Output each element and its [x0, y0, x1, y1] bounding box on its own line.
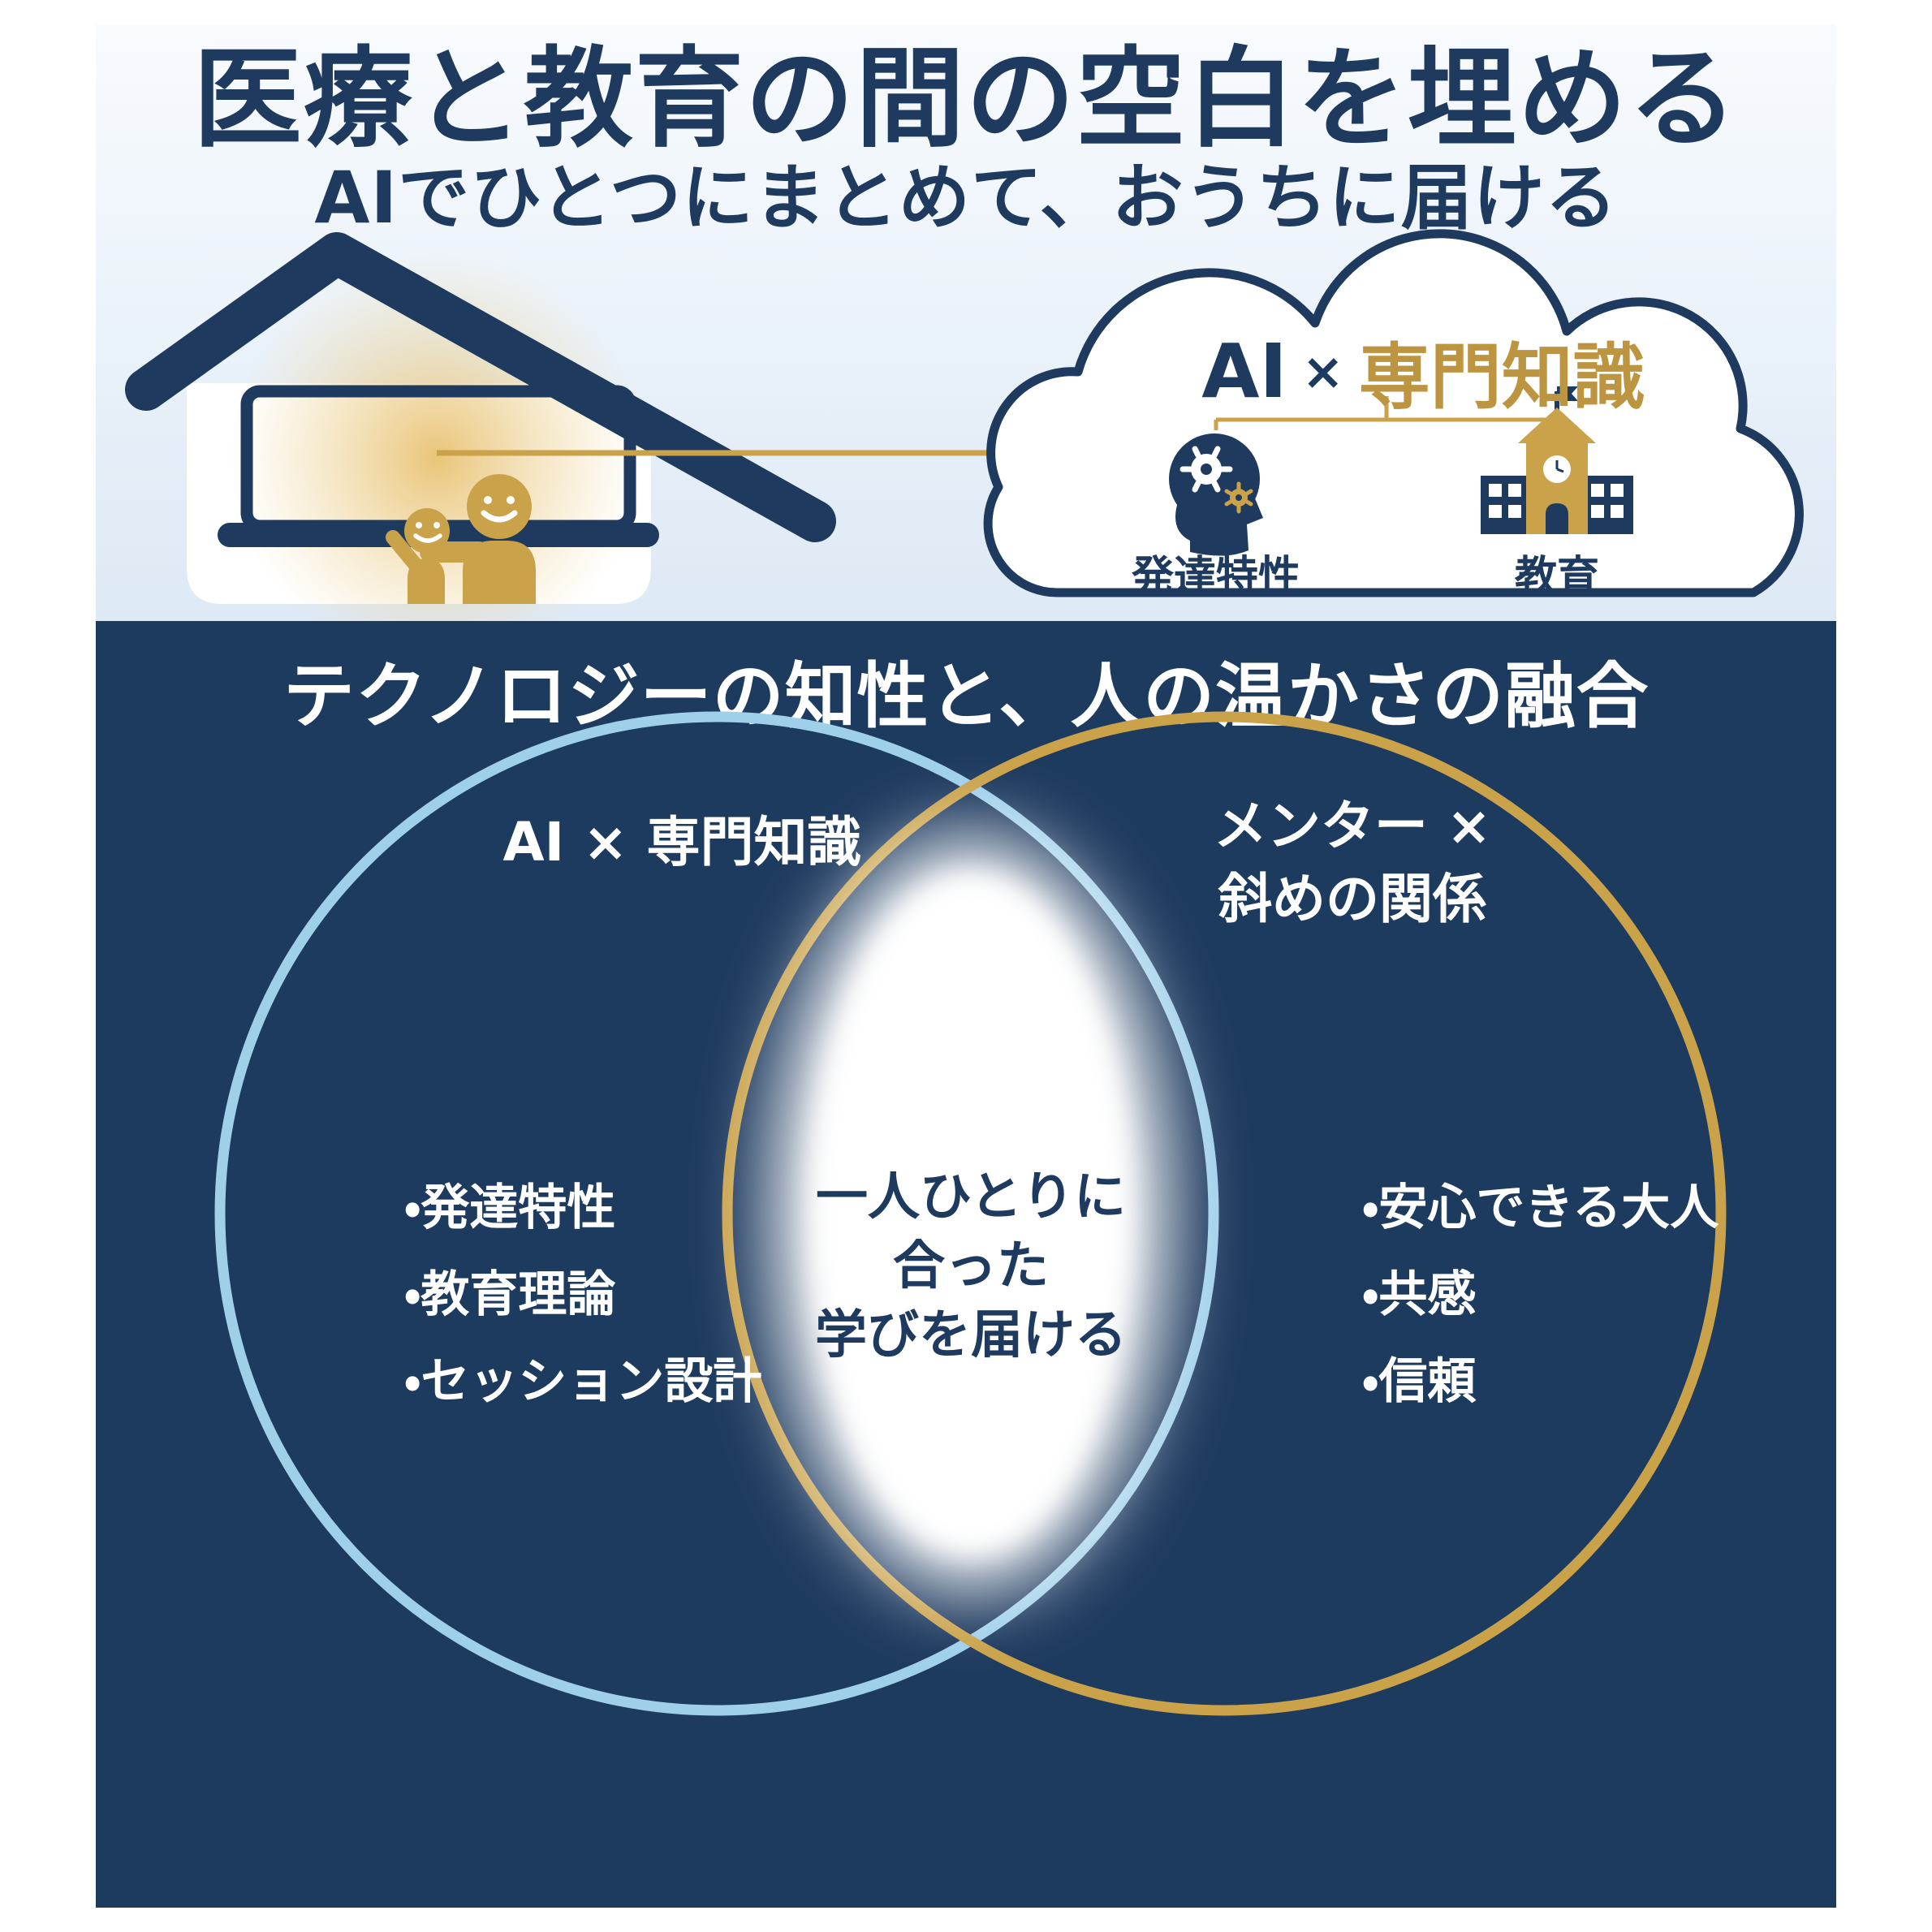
top-section: 医療と教育の間の空白を埋める AIでひとつにまとめて、おうちに届ける	[96, 24, 1836, 621]
child-body	[408, 558, 445, 604]
list-item: ・安心できる大人	[1362, 1179, 1719, 1236]
cloud-expertise-label: 専門知識	[1358, 335, 1645, 419]
child-eye	[416, 522, 422, 528]
center-line: 一人ひとりに	[815, 1167, 1127, 1227]
parent-eye	[507, 496, 515, 504]
right-circle-list: ・安心できる大人 ・共感 ・信頼	[1362, 1183, 1719, 1443]
main-title: 医療と教育の間の空白を埋める	[192, 36, 1739, 162]
child-arm	[386, 530, 423, 572]
subtitle: AIでひとつにまとめて、おうちに届ける	[314, 156, 1618, 239]
center-line: 合った	[893, 1236, 1049, 1297]
venn-center-text: 一人ひとりに 合った 学びを届ける	[815, 1163, 1127, 1370]
cloud-heading: AI × 専門知識	[1201, 320, 1644, 423]
list-item: ・共感	[1362, 1266, 1477, 1323]
parent-eye	[484, 496, 492, 504]
list-item: ・セッション設計	[404, 1353, 762, 1410]
brain-gears-icon	[1169, 433, 1263, 556]
overlap-core	[809, 873, 1133, 1555]
right-heading-line2: 斜めの関係	[1218, 867, 1486, 930]
parent-head	[467, 474, 532, 539]
venn-diagram	[214, 711, 1727, 1716]
multiply-icon: ×	[1301, 342, 1344, 401]
mentor-circle	[722, 711, 1727, 1716]
left-circle-list: ・発達特性 ・教育理論 ・セッション設計	[404, 1183, 761, 1443]
left-circle-heading: AI × 専門知識	[502, 811, 861, 873]
cloud-ai-label: AI	[1201, 328, 1287, 415]
child-eye	[433, 522, 440, 528]
development-label: 発達特性	[1131, 553, 1301, 602]
house-roof	[125, 232, 836, 542]
list-item: ・発達特性	[404, 1179, 616, 1236]
house-cloud-graphic	[125, 229, 1804, 621]
school-icon	[1481, 386, 1633, 534]
list-item: ・教育理論	[404, 1266, 616, 1323]
ai-circle	[214, 711, 1219, 1716]
education-label: 教育	[1514, 553, 1600, 602]
child-head	[404, 508, 450, 554]
right-circle-heading: メンター × 斜めの関係	[1214, 790, 1491, 936]
list-item: ・信頼	[1362, 1353, 1477, 1410]
bottom-section: テクノロジーの知性と、人の温かさの融合 AI × 専門知識 メンター × 斜めの…	[96, 621, 1836, 1908]
center-line: 学びを届ける	[815, 1305, 1127, 1366]
child-smile	[413, 533, 442, 543]
parent-child-icon	[386, 474, 536, 604]
right-heading-line1: メンター ×	[1213, 795, 1492, 857]
bracket-connector	[1214, 396, 1559, 430]
bottom-title: テクノロジーの知性と、人の温かさの融合	[282, 654, 1650, 738]
parent-body	[463, 541, 536, 604]
parent-smile	[481, 510, 518, 523]
cloud-icon	[983, 229, 1804, 597]
